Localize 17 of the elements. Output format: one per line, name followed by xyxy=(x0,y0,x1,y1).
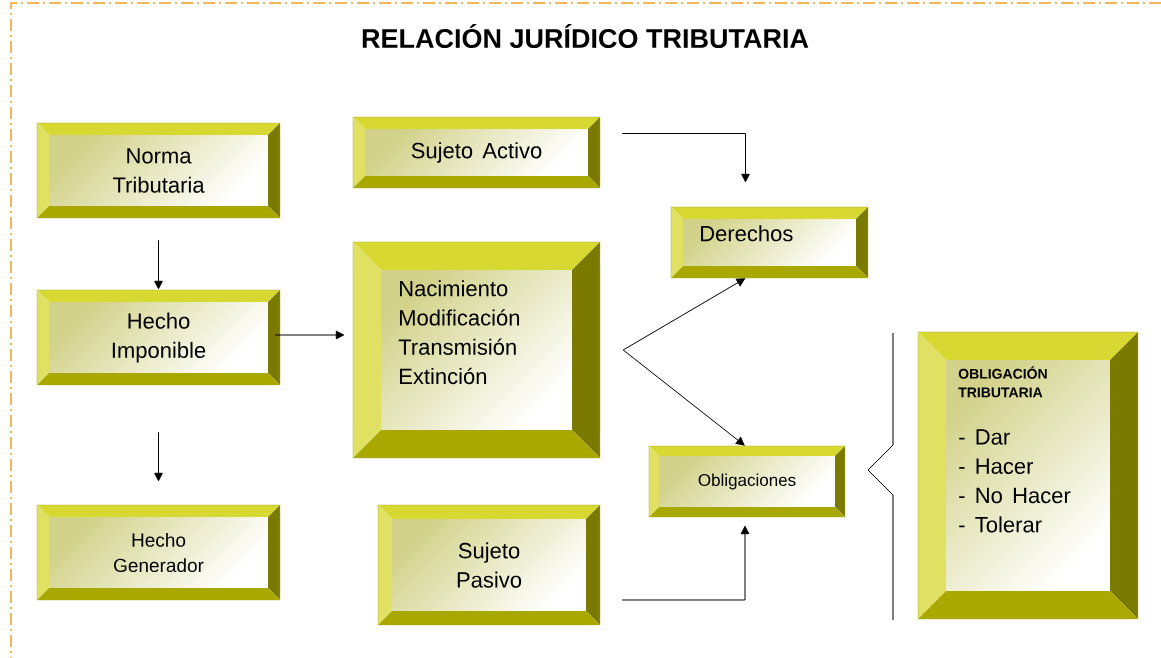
arrow xyxy=(621,133,750,183)
bevel-box: Sujeto Pasivo xyxy=(377,504,601,626)
bevel-box: Hecho Imponible xyxy=(36,289,281,386)
bevel-box: OBLIGACIÓN TRIBUTARIA - Dar - Hacer - No Hacer - Tolerar xyxy=(917,331,1139,620)
arrow xyxy=(274,330,345,340)
arrow xyxy=(622,349,745,446)
bevel-box: Sujeto Activo xyxy=(352,116,601,189)
arrow xyxy=(622,278,746,351)
title: RELACIÓN JURÍDICO TRIBUTARIA xyxy=(362,23,809,49)
bevel-box: Obligaciones xyxy=(648,445,846,518)
bevel-box: Norma Tributaria xyxy=(36,122,281,219)
bevel-box: Nacimiento Modificación Transmisión Extinción xyxy=(352,241,601,459)
bevel-box: Hecho Generador xyxy=(36,504,281,601)
bevel-box: Derechos xyxy=(670,206,869,279)
arrow xyxy=(154,431,163,482)
arrow xyxy=(154,239,163,290)
arrow xyxy=(621,525,750,601)
